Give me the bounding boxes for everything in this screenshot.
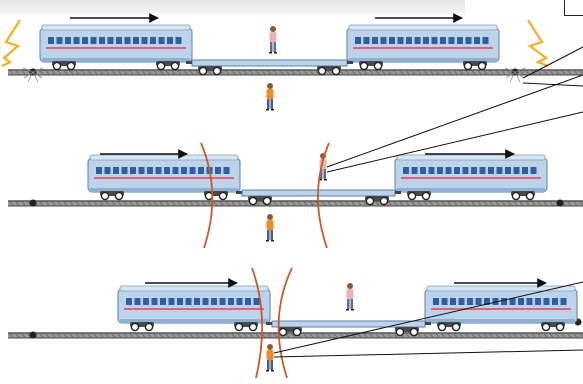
train-car-icon xyxy=(118,286,270,331)
train-car-icon xyxy=(40,25,192,70)
train-car-icon xyxy=(395,155,547,200)
trackside-post xyxy=(30,200,37,207)
railroad-track xyxy=(8,70,583,75)
observer-icon xyxy=(266,214,274,242)
observer-icon xyxy=(346,283,354,311)
trackside-post xyxy=(557,200,564,207)
railroad-track xyxy=(8,201,583,206)
train-car-icon xyxy=(425,286,577,331)
lightning-icon xyxy=(2,20,20,66)
observer-icon xyxy=(266,344,274,372)
sight-line-icon xyxy=(274,350,583,357)
observer-icon xyxy=(269,26,277,54)
lightning-icon xyxy=(528,20,548,66)
observer-icon xyxy=(266,83,274,111)
train-car-icon xyxy=(347,25,499,70)
train-car-icon xyxy=(88,155,240,200)
trackside-post xyxy=(30,332,37,339)
